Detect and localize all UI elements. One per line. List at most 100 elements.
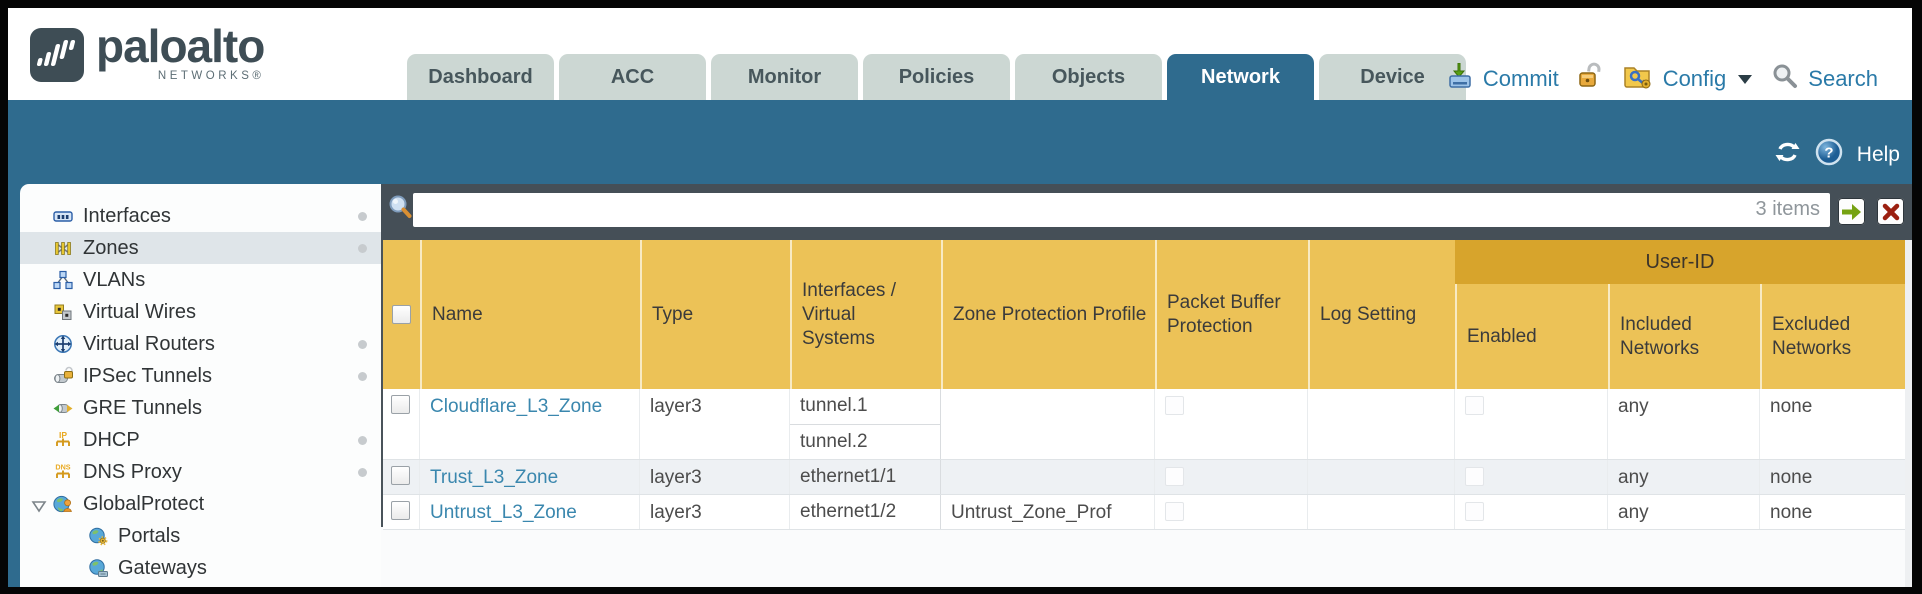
sidebar-item-virtual-wires[interactable]: Virtual Wires [20,296,381,328]
tab-device[interactable]: Device [1319,54,1466,100]
packet-buffer-protection-cell [1155,389,1308,459]
tab-dashboard[interactable]: Dashboard [407,54,554,100]
packet-buffer-protection-cell [1155,495,1308,529]
packet-buffer-protection-checkbox [1165,502,1184,521]
status-dot [358,212,367,221]
packet-buffer-protection-checkbox [1165,467,1184,486]
sidebar-item-label: VLANs [83,268,146,291]
included-networks: any [1618,467,1649,488]
zone-name-link[interactable]: Untrust_L3_Zone [430,502,577,523]
included-networks: any [1618,502,1649,523]
search-icon[interactable] [1772,63,1798,95]
gateways-icon [88,558,108,578]
tab-policies[interactable]: Policies [863,54,1010,100]
excluded-networks: none [1770,467,1813,488]
name-cell: Cloudflare_L3_Zone [420,389,640,459]
utility-links: Commit Config [1447,56,1878,102]
dns-proxy-icon: DNS [53,462,73,482]
column-header-included-networks[interactable]: Included Networks [1608,284,1760,389]
commit-button[interactable]: Commit [1482,66,1559,91]
brand-name: paloalto [96,20,265,72]
brand-networks-label: NETWORKS® [157,70,265,82]
column-header-enabled[interactable]: Enabled [1455,284,1608,389]
column-header-excluded-networks[interactable]: Excluded Networks [1760,284,1905,389]
tab-monitor[interactable]: Monitor [711,54,858,100]
zone-protection-profile-cell: Untrust_Zone_Prof [941,495,1155,529]
sidebar-item-label: DHCP [83,428,140,451]
tab-network[interactable]: Network [1167,54,1314,100]
search-button[interactable]: Search [1808,66,1878,91]
zone-name-link[interactable]: Cloudflare_L3_Zone [430,396,603,417]
sidebar-item-virtual-routers[interactable]: Virtual Routers [20,328,381,360]
collapse-triangle-icon[interactable] [31,497,47,513]
tab-objects[interactable]: Objects [1015,54,1162,100]
type-cell: layer3 [640,460,790,494]
zone-type: layer3 [650,396,702,417]
log-setting-cell [1308,495,1455,529]
user-id-enabled-checkbox [1465,467,1484,486]
column-header-type[interactable]: Type [640,240,790,389]
status-dot [358,340,367,349]
type-cell: layer3 [640,495,790,529]
column-header-interfaces[interactable]: Interfaces / Virtual Systems [790,240,941,389]
filter-input[interactable] [419,193,1699,225]
row-select-cell [383,389,420,459]
clear-filter-button[interactable] [1877,198,1904,225]
svg-text:IP: IP [59,430,67,440]
lock-icon[interactable] [1577,62,1603,96]
excluded-networks-cell: none [1760,460,1905,494]
help-label[interactable]: Help [1856,143,1900,166]
config-caret-icon[interactable] [1738,74,1753,84]
sidebar-item-interfaces[interactable]: Interfaces [20,200,381,232]
sidebar-item-label: Zones [83,236,139,259]
apply-filter-button[interactable] [1838,198,1865,225]
row-select-checkbox[interactable] [391,466,410,485]
packet-buffer-protection-cell [1155,460,1308,494]
name-cell: Untrust_L3_Zone [420,495,640,529]
interface-value: tunnel.1 [790,389,940,425]
refresh-icon[interactable] [1774,140,1801,170]
sidebar-item-gre-tunnels[interactable]: GRE Tunnels [20,392,381,424]
row-select-cell [383,495,420,529]
included-networks-cell: any [1608,460,1760,494]
items-count: 3 items [1755,198,1820,220]
tab-acc[interactable]: ACC [559,54,706,100]
interfaces-cell: ethernet1/2 [790,495,941,529]
zones-table-header: Name Type Interfaces / Virtual Systems Z… [383,240,1905,389]
paloalto-logo-icon [30,28,84,82]
sidebar-item-label: Gateways [118,556,207,579]
vlans-icon [53,270,73,290]
column-header-log-setting[interactable]: Log Setting [1308,240,1455,389]
sidebar-item-globalprotect[interactable]: GlobalProtect [20,488,381,520]
sidebar-item-vlans[interactable]: VLANs [20,264,381,296]
sub-header-band: ? Help [8,100,1912,184]
config-button[interactable]: Config [1662,66,1727,91]
row-select-checkbox[interactable] [391,501,410,520]
zone-name-link[interactable]: Trust_L3_Zone [430,467,559,488]
status-dot [358,468,367,477]
commit-icon[interactable] [1447,62,1473,95]
select-all-checkbox[interactable] [392,305,411,324]
sidebar-item-ipsec-tunnels[interactable]: IPSec Tunnels [20,360,381,392]
sidebar-item-dhcp[interactable]: IP DHCP [20,424,381,456]
column-header-packet-buffer-protection[interactable]: Packet Buffer Protection [1155,240,1308,389]
sidebar-item-zones[interactable]: Zones [20,232,381,264]
log-setting-cell [1308,460,1455,494]
config-icon[interactable] [1623,62,1653,96]
sidebar-item-gateways[interactable]: Gateways [20,552,381,584]
row-select-checkbox[interactable] [391,395,410,414]
help-icon[interactable]: ? [1815,138,1843,172]
packet-buffer-protection-checkbox [1165,396,1184,415]
user-id-group-header: User-ID [1455,240,1905,284]
sidebar-item-portals[interactable]: Portals [20,520,381,552]
column-header-name[interactable]: Name [420,240,640,389]
row-select-cell [383,460,420,494]
status-dot [358,436,367,445]
column-header-zone-protection-profile[interactable]: Zone Protection Profile [941,240,1155,389]
